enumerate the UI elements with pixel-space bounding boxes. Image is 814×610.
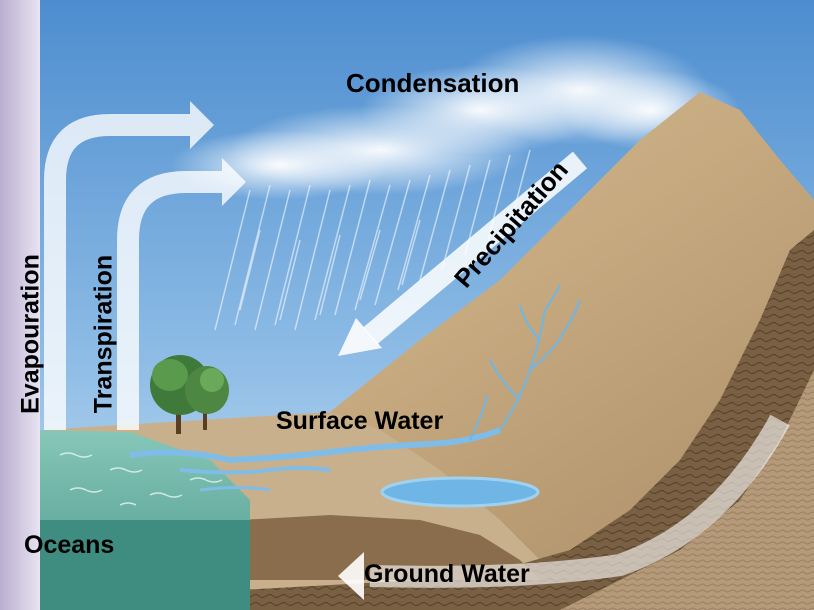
condensation-label: Condensation <box>346 70 519 96</box>
transpiration-label: Transpiration <box>92 255 117 413</box>
surface-water-label: Surface Water <box>276 409 443 434</box>
oceans-label: Oceans <box>24 533 114 558</box>
evaporation-label: Evapouration <box>19 254 44 414</box>
lake <box>382 478 538 506</box>
ground-water-label: Ground Water <box>364 562 530 587</box>
